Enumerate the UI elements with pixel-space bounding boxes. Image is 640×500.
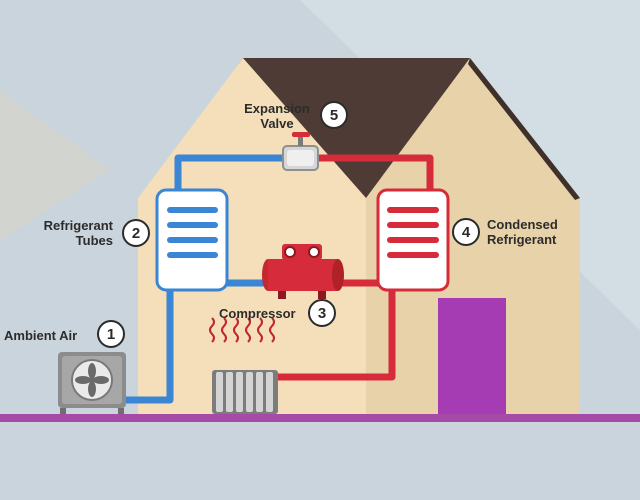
label-expansion-valve: Expansion Valve [240, 101, 314, 131]
label-compressor-line1: Compressor [219, 306, 296, 321]
outdoor-fan-unit [58, 352, 126, 414]
badge-2: 2 [122, 219, 150, 247]
badge-4: 4 [452, 218, 480, 246]
background-shape [0, 90, 110, 240]
label-condensed-refrigerant-line1: Condensed [487, 217, 558, 232]
door [438, 298, 506, 418]
label-condensed-refrigerant-line2: Refrigerant [487, 232, 557, 247]
badge-5: 5 [320, 101, 348, 129]
label-refrigerant-tubes-line1: Refrigerant [43, 218, 113, 233]
evaporator-coil [155, 188, 229, 292]
ground [0, 422, 640, 500]
radiator [212, 370, 278, 414]
label-ambient-air-line1: Ambient Air [4, 328, 78, 343]
expansion-valve [282, 132, 319, 171]
label-refrigerant-tubes: Refrigerant Tubes [33, 218, 113, 248]
house-side-roof-edge [468, 58, 580, 200]
compressor [262, 244, 344, 299]
label-expansion-valve-line1: Expansion [244, 101, 310, 116]
fan-icon [75, 363, 109, 397]
hot-refrigerant-pipe [278, 154, 434, 381]
condenser-coil [376, 188, 450, 292]
heat-waves [209, 317, 275, 343]
label-condensed-refrigerant: Condensed Refrigerant [487, 217, 558, 247]
ground-line [0, 414, 640, 422]
badge-3: 3 [308, 299, 336, 327]
badge-1: 1 [97, 320, 125, 348]
label-expansion-valve-line2: Valve [260, 116, 294, 131]
label-refrigerant-tubes-line2: Tubes [75, 233, 113, 248]
label-ambient-air: Ambient Air [4, 328, 77, 343]
label-compressor: Compressor [219, 306, 296, 321]
